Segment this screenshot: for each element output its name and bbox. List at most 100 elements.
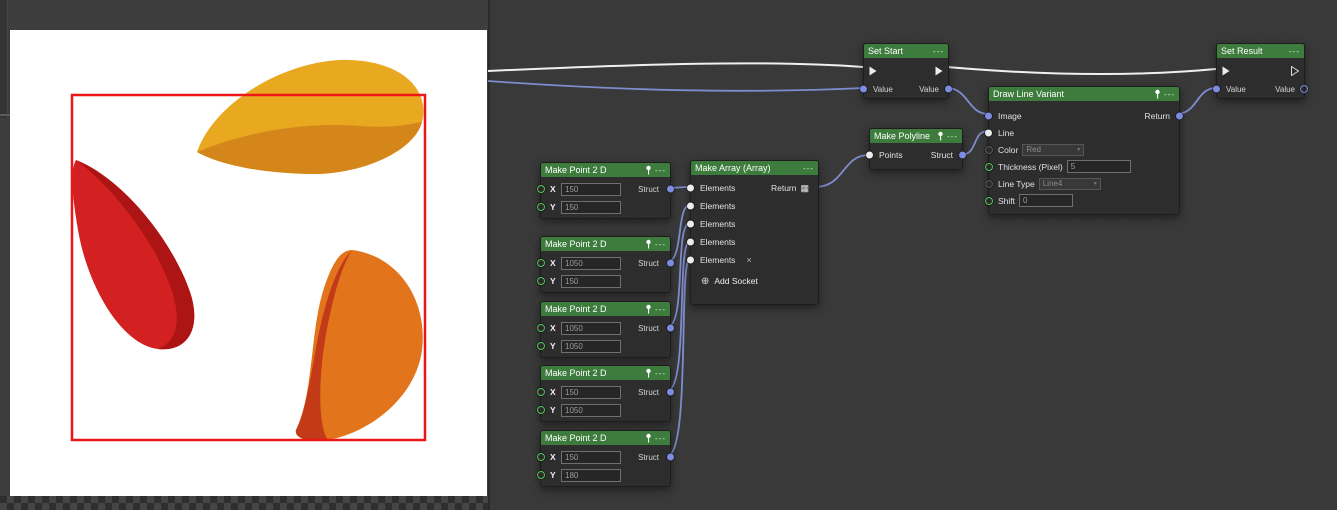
node-make-point-4: Make Point 2 D --- X Struct Y	[540, 365, 671, 422]
y-in-port[interactable]	[537, 406, 545, 414]
array-return-port[interactable]: ▦	[800, 184, 809, 193]
y-input[interactable]	[561, 340, 621, 353]
line-type-select[interactable]: Line4 ▾	[1039, 178, 1101, 190]
node-menu-icon[interactable]: ---	[1164, 90, 1175, 99]
pin-icon[interactable]	[645, 368, 652, 378]
exec-out-port[interactable]	[935, 66, 943, 76]
node-make-point-2: Make Point 2 D --- X Struct Y	[540, 236, 671, 293]
element-in-port[interactable]	[687, 239, 694, 246]
color-select[interactable]: Red ▾	[1022, 144, 1084, 156]
x-input[interactable]	[561, 386, 621, 399]
y-in-port[interactable]	[537, 342, 545, 350]
thickness-label: Thickness (Pixel)	[998, 162, 1063, 172]
panel-edge-tick	[0, 114, 10, 116]
exec-in-port[interactable]	[1222, 66, 1230, 76]
x-input[interactable]	[561, 183, 621, 196]
x-label: X	[550, 387, 557, 397]
y-input[interactable]	[561, 201, 621, 214]
line-in-port[interactable]	[985, 129, 992, 136]
node-menu-icon[interactable]: ---	[803, 164, 814, 173]
color-in-port[interactable]	[985, 146, 993, 154]
struct-label: Struct	[638, 453, 661, 462]
y-in-port[interactable]	[537, 277, 545, 285]
x-in-port[interactable]	[537, 388, 545, 396]
node-menu-icon[interactable]: ---	[655, 166, 666, 175]
points-in-port[interactable]	[866, 152, 873, 159]
x-in-port[interactable]	[537, 324, 545, 332]
points-label: Points	[879, 150, 903, 160]
node-menu-icon[interactable]: ---	[655, 369, 666, 378]
element-in-port[interactable]	[687, 221, 694, 228]
exec-out-port[interactable]	[1291, 66, 1299, 76]
x-label: X	[550, 452, 557, 462]
struct-out-port[interactable]	[667, 186, 674, 193]
value-out-label: Value	[1275, 85, 1295, 94]
node-menu-icon[interactable]: ---	[655, 305, 666, 314]
x-in-port[interactable]	[537, 453, 545, 461]
rendered-image	[10, 30, 487, 497]
pin-icon[interactable]	[645, 165, 652, 175]
x-in-port[interactable]	[537, 259, 545, 267]
remove-socket-button[interactable]: ×	[746, 255, 751, 265]
pin-icon[interactable]	[645, 304, 652, 314]
node-menu-icon[interactable]: ---	[655, 434, 666, 443]
pin-icon[interactable]	[645, 239, 652, 249]
element-label: Elements	[700, 255, 735, 265]
y-in-port[interactable]	[537, 471, 545, 479]
image-in-port[interactable]	[985, 112, 992, 119]
struct-out-port[interactable]	[667, 260, 674, 267]
element-label: Elements	[700, 183, 735, 193]
x-in-port[interactable]	[537, 185, 545, 193]
thickness-input[interactable]	[1067, 160, 1131, 173]
chevron-down-icon: ▾	[1077, 146, 1080, 153]
y-in-port[interactable]	[537, 203, 545, 211]
node-header[interactable]: Make Point 2 D ---	[541, 366, 670, 380]
value-out-port[interactable]	[945, 86, 952, 93]
value-in-port[interactable]	[860, 86, 867, 93]
shift-input[interactable]	[1019, 194, 1073, 207]
line-type-in-port[interactable]	[985, 180, 993, 188]
node-header[interactable]: Make Array (Array) ---	[691, 161, 818, 175]
element-in-port[interactable]	[687, 203, 694, 210]
x-input[interactable]	[561, 257, 621, 270]
struct-out-port[interactable]	[667, 454, 674, 461]
struct-out-port[interactable]	[959, 152, 966, 159]
return-out-port[interactable]	[1176, 112, 1183, 119]
node-header[interactable]: Make Point 2 D ---	[541, 237, 670, 251]
x-input[interactable]	[561, 451, 621, 464]
node-header[interactable]: Make Point 2 D ---	[541, 163, 670, 177]
struct-label: Struct	[638, 324, 661, 333]
node-header[interactable]: Make Polyline ---	[870, 129, 962, 143]
y-input[interactable]	[561, 469, 621, 482]
add-socket-button[interactable]: ⊕ Add Socket	[691, 269, 818, 293]
pin-icon[interactable]	[937, 131, 944, 141]
node-menu-icon[interactable]: ---	[933, 47, 944, 56]
element-in-port[interactable]	[687, 257, 694, 264]
x-input[interactable]	[561, 322, 621, 335]
node-header[interactable]: Set Start ---	[864, 44, 948, 58]
node-title: Make Point 2 D	[545, 239, 642, 249]
struct-out-port[interactable]	[667, 389, 674, 396]
pin-icon[interactable]	[645, 433, 652, 443]
node-header[interactable]: Draw Line Variant ---	[989, 87, 1179, 101]
struct-out-port[interactable]	[667, 325, 674, 332]
y-input[interactable]	[561, 275, 621, 288]
value-out-port[interactable]	[1300, 85, 1308, 93]
y-input[interactable]	[561, 404, 621, 417]
node-header[interactable]: Make Point 2 D ---	[541, 431, 670, 445]
node-header[interactable]: Make Point 2 D ---	[541, 302, 670, 316]
node-menu-icon[interactable]: ---	[1289, 47, 1300, 56]
value-in-port[interactable]	[1213, 86, 1220, 93]
shift-in-port[interactable]	[985, 197, 993, 205]
thickness-in-port[interactable]	[985, 163, 993, 171]
node-title: Make Array (Array)	[695, 163, 800, 173]
element-in-port[interactable]	[687, 185, 694, 192]
pin-icon[interactable]	[1154, 89, 1161, 99]
node-header[interactable]: Set Result ---	[1217, 44, 1304, 58]
node-menu-icon[interactable]: ---	[655, 240, 666, 249]
exec-in-port[interactable]	[869, 66, 877, 76]
node-make-point-5: Make Point 2 D --- X Struct Y	[540, 430, 671, 487]
blob-red	[72, 160, 194, 349]
node-menu-icon[interactable]: ---	[947, 132, 958, 141]
node-title: Set Result	[1221, 46, 1286, 56]
